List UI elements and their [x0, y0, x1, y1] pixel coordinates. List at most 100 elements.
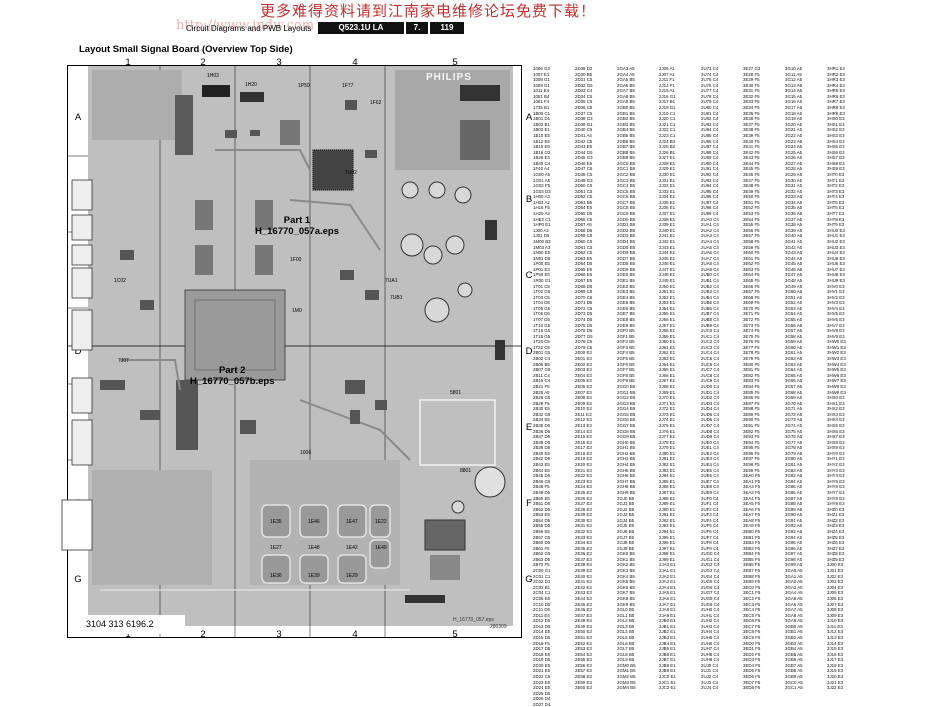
cross-ref-entry: 2GF4 B5: [617, 350, 635, 356]
cross-ref-entry: 2E09 E3: [575, 400, 592, 406]
cross-ref-entry: 2D54 E5: [575, 205, 593, 211]
grid-row-a-right: A: [525, 112, 533, 123]
grid-col-1-bottom: 1: [125, 629, 131, 640]
cross-ref-entry: 2UB0 C4: [701, 272, 719, 278]
cross-ref-entry: 2B30 E5: [533, 406, 550, 412]
cross-ref-entry: 3HX2 E3: [827, 406, 845, 412]
cross-ref-entry: 2UB6 C4: [701, 305, 719, 311]
cross-ref-entry: 2UE0 C4: [701, 439, 719, 445]
smd-part: [365, 290, 379, 300]
cross-ref-entry: 3G43 A5: [785, 250, 803, 256]
grid-col-5: 5: [452, 57, 458, 68]
cross-ref-entry: 2J60 E1: [659, 339, 676, 345]
cross-ref-entry: 2E57 E3: [575, 668, 592, 674]
cross-ref-entry: 3J05 E3: [827, 590, 844, 596]
cross-ref-entry: 2E10 E3: [575, 406, 592, 412]
cross-ref-entry: 2J28 E1: [659, 160, 676, 166]
cross-ref-entry: 3HT7 E3: [827, 211, 845, 217]
cross-ref-entry: 3GB7 A5: [785, 662, 803, 668]
cross-ref-entry: 2D35 C5: [575, 99, 593, 105]
cross-ref-entry: 3G45 A5: [785, 261, 803, 267]
cross-ref-entry: 2J32 E1: [659, 183, 676, 189]
cross-ref-entry: 2J83 E1: [659, 467, 676, 473]
grid-row-g: G: [74, 574, 82, 585]
cross-ref-entry: 3HZ5 E3: [827, 534, 845, 540]
cross-ref-entry: 2D74 D5: [575, 317, 593, 323]
cross-ref-entry: 2J80 E1: [659, 450, 676, 456]
cross-ref-entry: 2U77 C4: [701, 88, 719, 94]
cross-ref-entry: 3GA4 A5: [785, 590, 803, 596]
cross-ref-entry: 3E37 F5: [743, 121, 760, 127]
cross-ref-entry: 2E42 E3: [575, 584, 592, 590]
memory-chip: [195, 200, 213, 230]
cross-ref-entry: 2GK8 B5: [617, 595, 635, 601]
page: 更多难得资料请到江南家电维修论坛免费下载！ http://www.jndw.co…: [61, 2, 846, 707]
cross-ref-entry: 2D27 D4: [533, 701, 551, 707]
cross-ref-entry: 2E32 E3: [575, 528, 592, 534]
cross-ref-entry: 2B02 C4: [533, 356, 551, 362]
board-frame: [67, 65, 522, 638]
cross-ref-entry: 3E78 F5: [743, 350, 760, 356]
cross-ref-entry: 3J15 E3: [827, 646, 844, 652]
cross-ref-entry: 1T18 G5: [533, 333, 551, 339]
cross-ref-entry: 2J43 E1: [659, 244, 676, 250]
connector: [71, 267, 93, 299]
cross-ref-entry: 3G71 A5: [785, 406, 803, 412]
cross-ref-entry: 2GL1 B5: [617, 612, 635, 618]
cross-ref-entry: 2J64 E1: [659, 361, 676, 367]
component-label: 1E29: [346, 573, 358, 579]
cross-ref-entry: 2J61 E1: [659, 344, 676, 350]
cross-ref-entry: 2UC2 C4: [701, 339, 720, 345]
cross-ref-entry: 2GK1 B5: [617, 556, 635, 562]
cross-ref-entry: 1G02 F5: [533, 183, 551, 189]
cross-ref-entry: 3HV4 E3: [827, 305, 845, 311]
cross-ref-entry: 2B40 E5: [533, 450, 550, 456]
cross-ref-entry: 2GG0 B5: [617, 383, 636, 389]
coil-pad: [337, 504, 367, 538]
cross-ref-entry: 3ED2 F5: [743, 651, 761, 657]
model-badge: Q523.1U LA: [318, 22, 404, 34]
cross-ref-entry: 2UG4 C4: [701, 573, 720, 579]
component-label: 1E36: [270, 573, 282, 579]
cross-ref-entry: 2J55 E1: [659, 311, 676, 317]
cross-ref-entry: 2GK3 B5: [617, 568, 635, 574]
cross-ref-entry: 2GC7 B5: [617, 199, 636, 205]
cross-ref-entry: 2U84 C4: [701, 127, 719, 133]
cross-ref-entry: 2C03 B1: [533, 584, 551, 590]
cross-ref-entry: 2E13 E3: [575, 423, 592, 428]
cross-ref-entry: 3G99 A5: [785, 562, 803, 568]
cross-ref-entry: 3J04 E3: [827, 584, 844, 590]
cross-ref-entry: 3HZ0 E3: [827, 506, 845, 512]
capacitor: [454, 186, 472, 204]
cross-ref-entry: 2J92 E1: [659, 517, 676, 523]
cross-ref-entry: 2GC6 B5: [617, 194, 636, 200]
smd-part: [100, 380, 125, 390]
cross-ref-entry: 3J16 E3: [827, 651, 844, 657]
cross-ref-entry: 3HR8 E3: [827, 105, 845, 111]
coil-pad: [299, 554, 329, 584]
cross-ref-entry: 2UB2 C4: [701, 283, 719, 289]
cross-ref-entry: 2B42 D5: [533, 456, 551, 462]
cross-ref-entry: 3E66 F5: [743, 283, 760, 289]
cross-ref-entry: 2GA4 A5: [617, 71, 635, 77]
cross-ref-entry: 3EB7 F5: [743, 568, 761, 574]
cross-ref-entry: 2JA8 E1: [659, 607, 676, 613]
grid-col-2: 2: [200, 57, 206, 68]
cross-ref-entry: 2E56 E3: [575, 662, 592, 668]
cross-ref-entry: 3E93 F5: [743, 434, 760, 440]
grid-row-g-right: G: [525, 574, 533, 585]
smd-part: [250, 130, 260, 136]
cross-ref-entry: 3E61 F5: [743, 255, 760, 261]
cross-ref-entry: 2D76 D5: [575, 328, 593, 334]
cross-ref-entry: 3G29 A5: [785, 171, 803, 177]
cross-ref-entry: 2E04 E3: [575, 372, 592, 378]
cross-ref-entry: 2UG5 C4: [701, 579, 720, 585]
cross-ref-entry: 3G20 A5: [785, 121, 803, 127]
cross-ref-entry: 2GE9 B5: [617, 322, 635, 328]
cross-ref-entry: 2J90 E1: [659, 506, 676, 512]
cross-ref-entry: 2GH9 B5: [617, 489, 636, 495]
cross-ref-entry: 3G78 A5: [785, 445, 803, 451]
cross-ref-entry: 3HS0 E3: [827, 116, 845, 122]
cross-ref-entry: 3EB6 F5: [743, 562, 761, 568]
